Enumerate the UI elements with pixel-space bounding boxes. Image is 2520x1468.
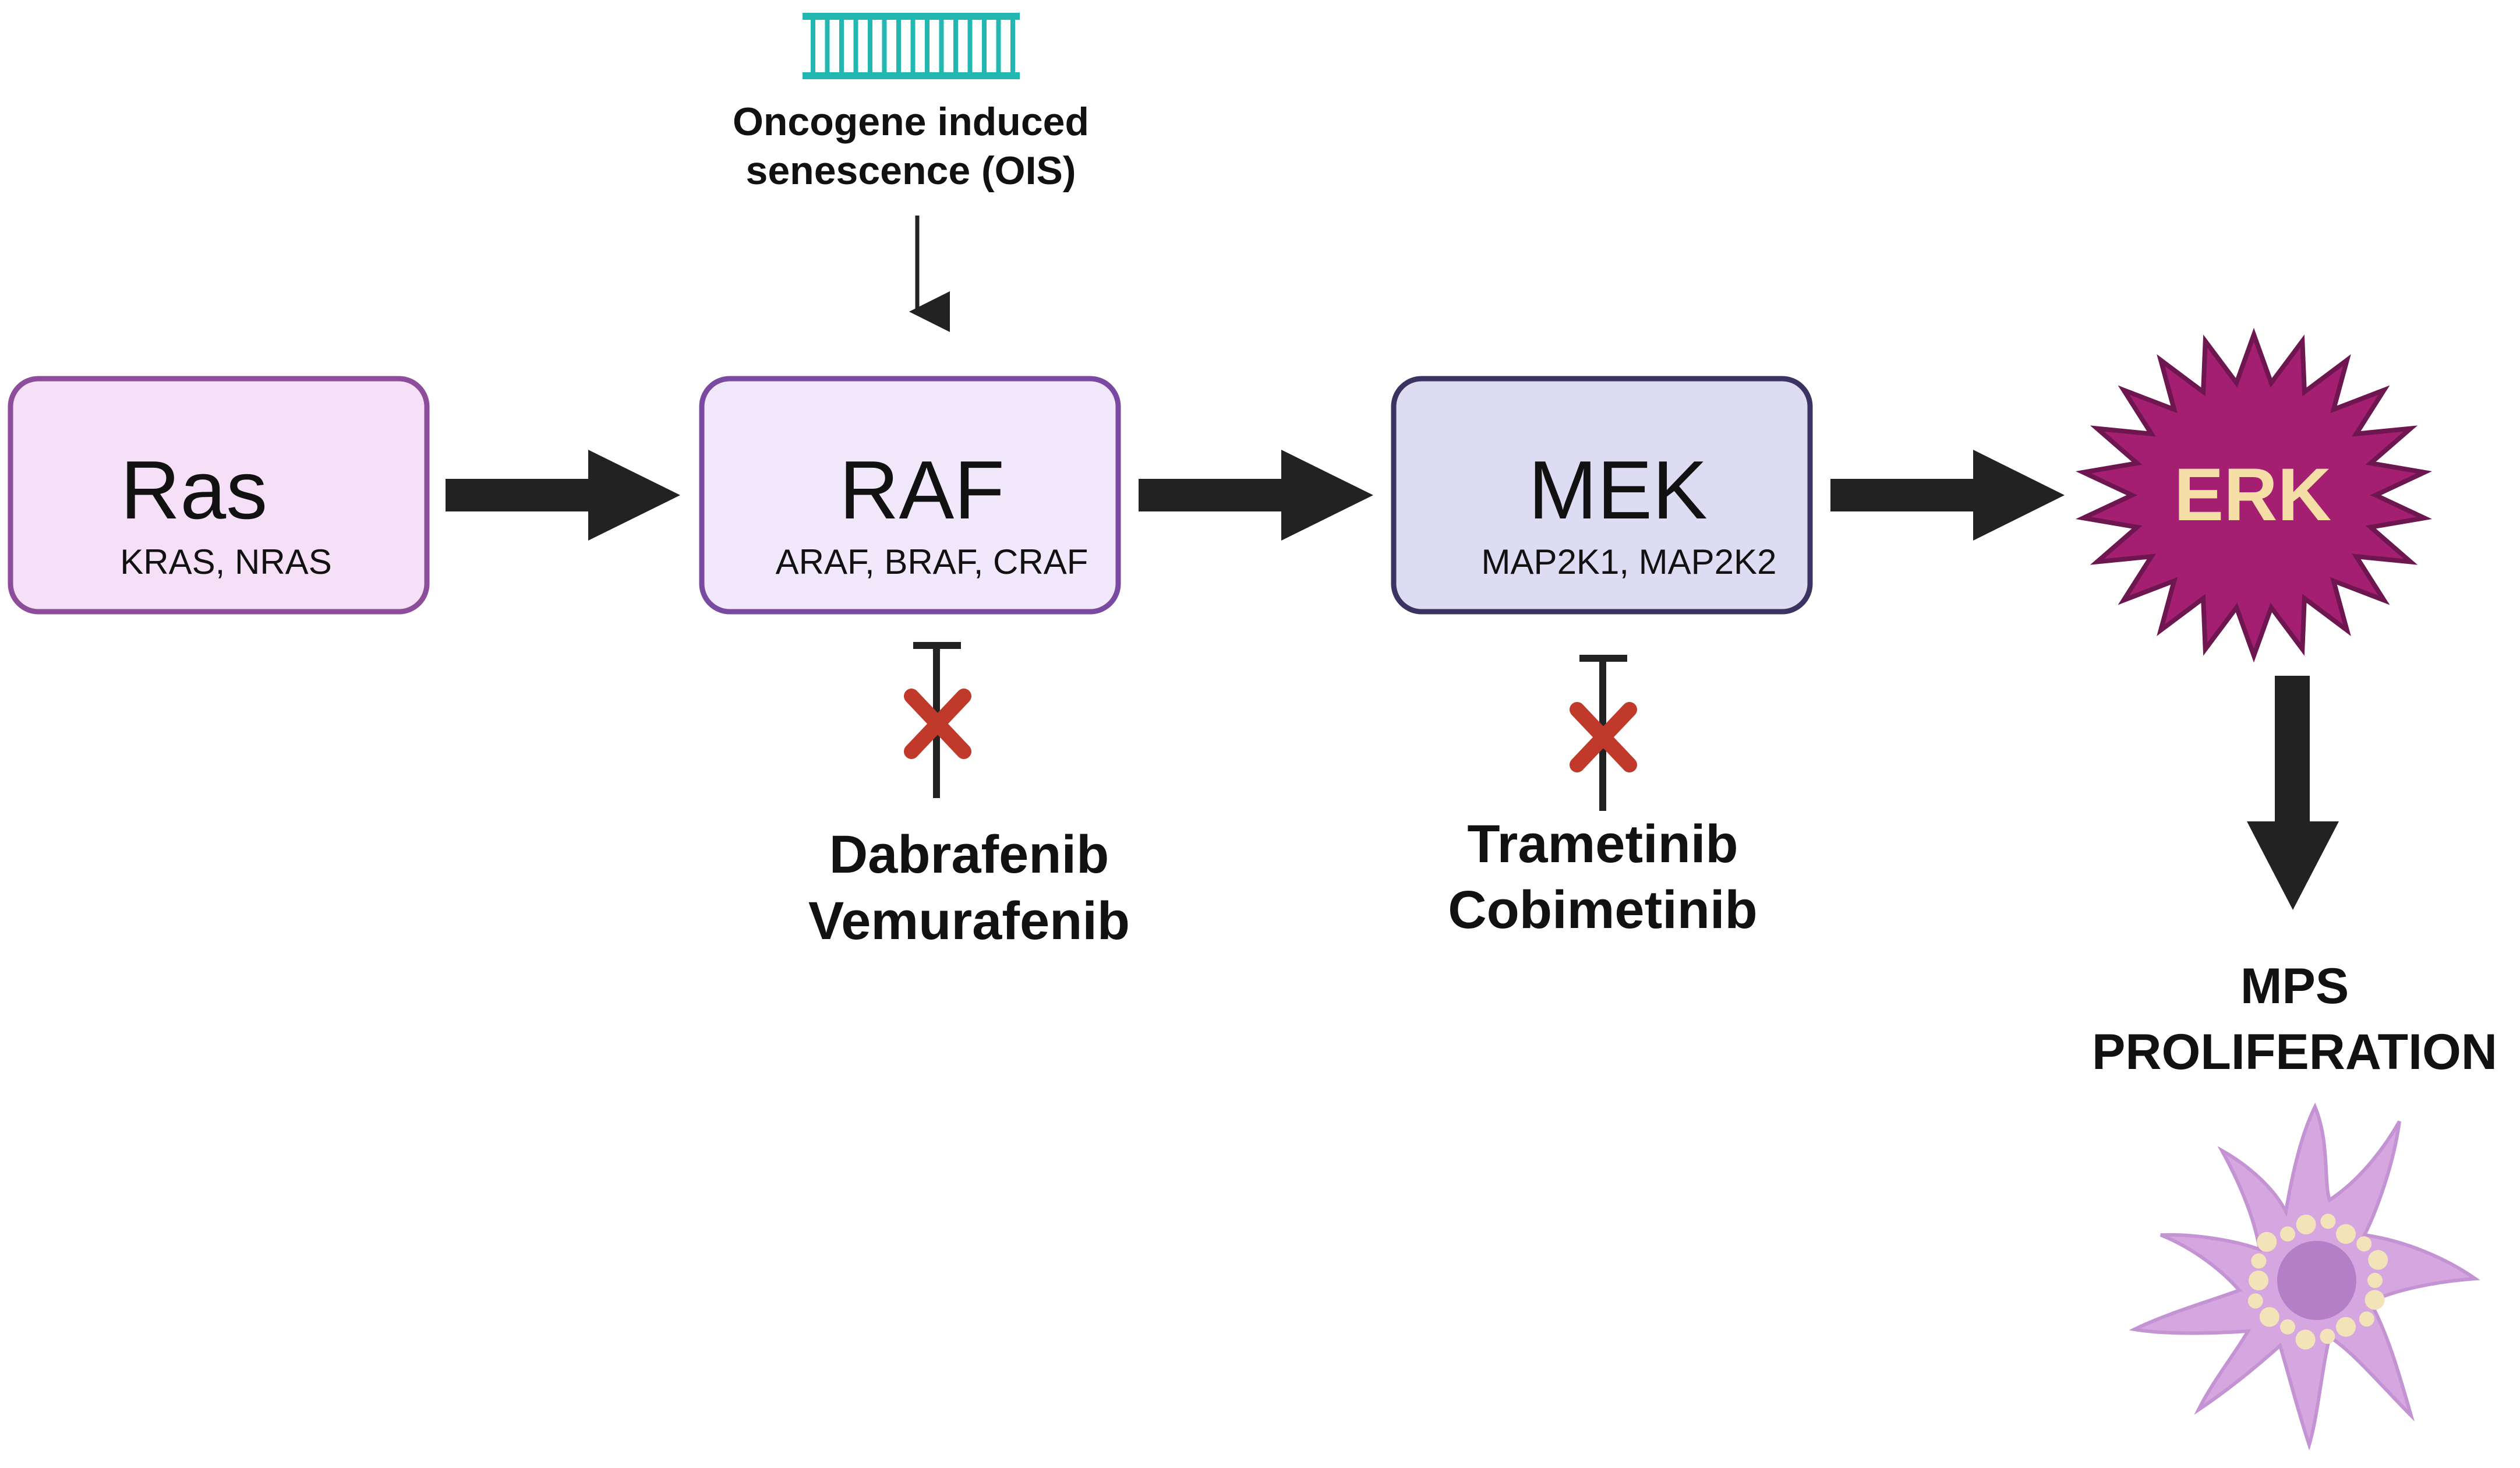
dna-rung (910, 20, 916, 72)
cell-granule (2359, 1311, 2374, 1327)
raf-to-mek-arrow (1139, 450, 1373, 541)
erk-title: ERK (2174, 453, 2331, 537)
cell-granule (2257, 1231, 2277, 1252)
cell-granule (2280, 1226, 2295, 1242)
cell-granule (2320, 1213, 2336, 1229)
dna-rung (882, 20, 887, 72)
cell-granule (2320, 1329, 2335, 1344)
raf-node: RAF ARAF, BRAF, CRAF (699, 376, 1121, 615)
ras-node: Ras KRAS, NRAS (8, 376, 430, 615)
cell-granule (2368, 1250, 2388, 1270)
ois-label-line2: senescence (OIS) (746, 149, 1076, 193)
dna-ladder-icon (803, 13, 1020, 79)
mek-node: MEK MAP2K1, MAP2K2 (1391, 376, 1813, 615)
raf-inhibitor-drug2: Vemurafenib (808, 891, 1130, 951)
cell-granule (2336, 1224, 2356, 1244)
mek-inhibitor-drug2: Cobimetinib (1448, 880, 1758, 940)
raf-title: RAF (839, 444, 1005, 537)
erk-node: ERK (2075, 327, 2433, 663)
ois-label-line1: Oncogene induced (733, 100, 1089, 144)
ras-to-raf-arrow (446, 450, 680, 541)
ras-subtitle: KRAS, NRAS (120, 542, 331, 581)
dna-rung (896, 20, 901, 72)
ras-title: Ras (121, 444, 268, 537)
mek-blocked-x-icon (1570, 702, 1637, 772)
dna-rung (967, 20, 973, 72)
mek-inhibitor-drug1: Trametinib (1467, 814, 1738, 874)
dna-rung (925, 20, 929, 72)
mek-inhibition-symbol (1570, 655, 1637, 811)
cell-granule (2296, 1215, 2316, 1234)
outcome-label-line2: PROLIFERATION (2092, 1024, 2497, 1080)
cell-granule (2367, 1273, 2383, 1288)
raf-subtitle: ARAF, BRAF, CRAF (776, 542, 1088, 581)
dna-rung (825, 20, 830, 72)
cell-granule (2249, 1271, 2268, 1290)
cell-granule (2295, 1329, 2316, 1350)
cell-granule (2251, 1253, 2267, 1269)
cell-granule (2365, 1290, 2385, 1310)
dna-rung (811, 20, 815, 72)
dna-rung (1010, 20, 1015, 72)
dna-rung (953, 20, 958, 72)
cell-granule (2247, 1293, 2263, 1309)
cell-granule (2280, 1319, 2295, 1335)
raf-inhibition-symbol (904, 642, 971, 798)
dna-rung (853, 20, 858, 72)
erk-to-proliferation-arrow (2247, 676, 2339, 910)
mek-title: MEK (1528, 444, 1708, 537)
mek-subtitle: MAP2K1, MAP2K2 (1482, 542, 1777, 581)
raf-inhibitor-drug1: Dabrafenib (829, 825, 1109, 884)
dna-rung (839, 20, 844, 72)
outcome-label-line1: MPS (2240, 958, 2349, 1014)
dna-rung (996, 20, 1001, 72)
raf-blocked-x-icon (904, 689, 971, 759)
cell-granule (2259, 1307, 2279, 1327)
dna-rung (939, 20, 944, 72)
cell-granule (2336, 1317, 2356, 1337)
dna-rung (982, 20, 987, 72)
macrophage-cell-icon (2129, 1102, 2480, 1451)
cell-granule (2356, 1236, 2372, 1252)
dna-rung (868, 20, 872, 72)
mek-to-erk-arrow (1830, 450, 2065, 541)
